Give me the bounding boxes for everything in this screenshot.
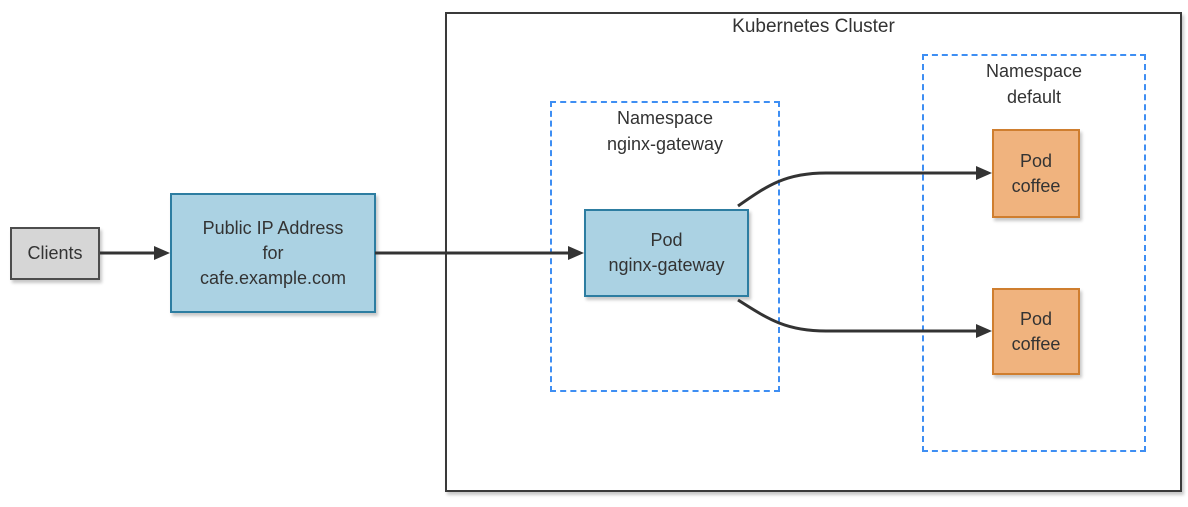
pod-coffee-1-node: Pod coffee <box>992 129 1080 218</box>
pod-nginx-gateway-node: Pod nginx-gateway <box>584 209 749 297</box>
namespace-nginx-gateway-label: Namespace nginx-gateway <box>606 108 724 154</box>
pod-coffee-2-node: Pod coffee <box>992 288 1080 375</box>
namespace-default-label: Namespace default <box>985 61 1083 107</box>
public-ip-node: Public IP Address for cafe.example.com <box>170 193 376 313</box>
kubernetes-cluster-title: Kubernetes Cluster <box>732 16 895 37</box>
namespace-nginx-gateway-box <box>550 101 780 392</box>
clients-to-public-ip-arrow <box>100 246 170 260</box>
clients-node: Clients <box>10 227 100 280</box>
namespace-default-box <box>922 54 1146 452</box>
